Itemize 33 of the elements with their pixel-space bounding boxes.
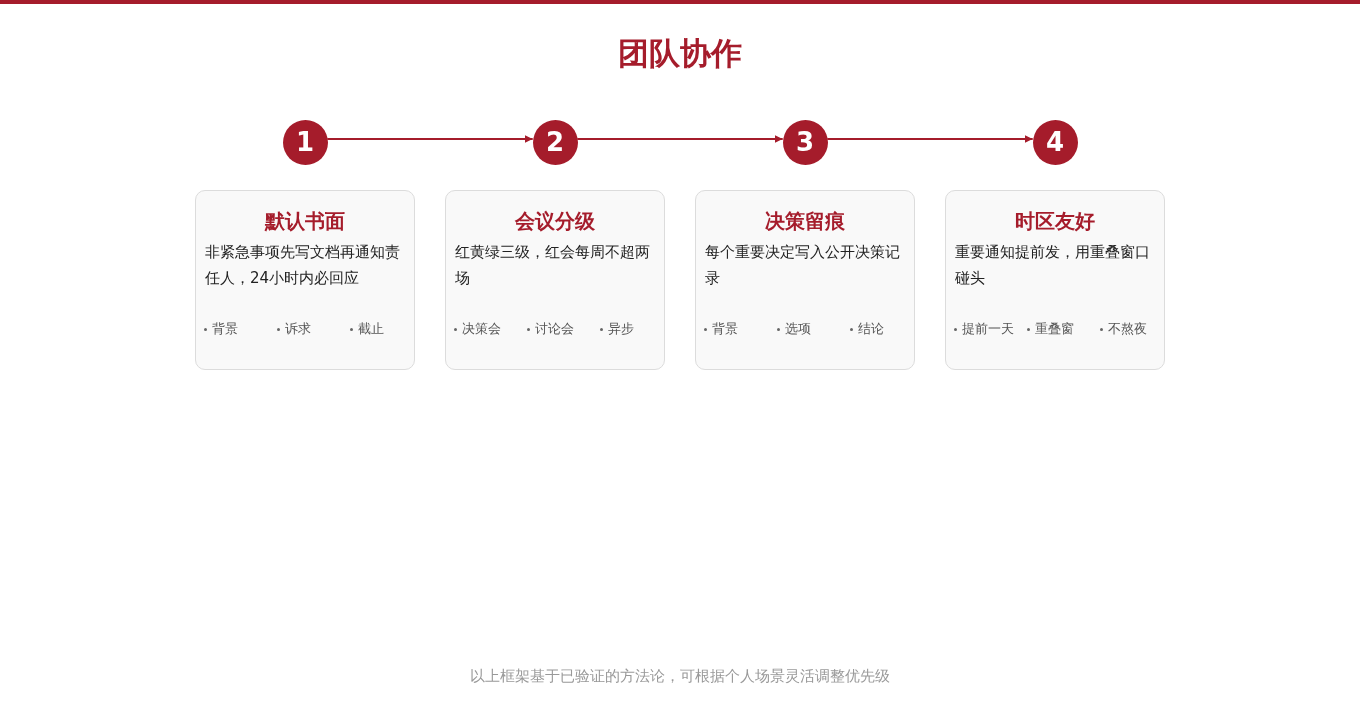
step-number: 4	[1045, 127, 1065, 157]
step-card	[695, 190, 915, 370]
card-heading: 会议分级	[514, 208, 596, 235]
card-text: 红黄绿三级，红会每周不超两场	[455, 242, 651, 289]
keyword-text: 决策会	[462, 320, 501, 338]
title: 团队协作	[617, 34, 743, 73]
card-heading: 默认书面	[263, 208, 346, 235]
step-number: 1	[295, 127, 315, 157]
card-heading: 时区友好	[1014, 208, 1096, 235]
card-text: 重要通知提前发，用重叠窗口碰头	[955, 242, 1151, 289]
step-card	[945, 190, 1165, 370]
card-heading: 决策留痕	[764, 208, 846, 235]
keyword-text: 讨论会	[535, 320, 574, 338]
card-text: 每个重要决定写入公开决策记录	[705, 242, 901, 289]
card-text: 非紧急事项先写文档再通知责任人，24小时内必回应	[205, 242, 401, 289]
keyword-text: 结论	[858, 320, 884, 338]
keyword-text: 提前一天	[962, 320, 1014, 338]
step-card	[195, 190, 415, 370]
keyword-text: 背景	[212, 320, 238, 338]
caption: 以上框架基于已验证的方法论，可根据个人场景灵活调整优先级	[469, 666, 891, 687]
arrow	[826, 135, 1034, 143]
keyword-text: 不熬夜	[1108, 320, 1147, 338]
arrow	[576, 135, 784, 143]
keyword-text: 背景	[712, 320, 738, 338]
step-card	[445, 190, 665, 370]
step-number: 3	[795, 127, 815, 157]
step-number: 2	[545, 127, 565, 157]
keyword-text: 诉求	[285, 320, 311, 338]
arrow	[326, 135, 534, 143]
keyword-text: 异步	[608, 320, 634, 338]
keyword-text: 截止	[358, 320, 384, 338]
keyword-text: 选项	[785, 320, 811, 338]
keyword-text: 重叠窗	[1035, 320, 1074, 338]
